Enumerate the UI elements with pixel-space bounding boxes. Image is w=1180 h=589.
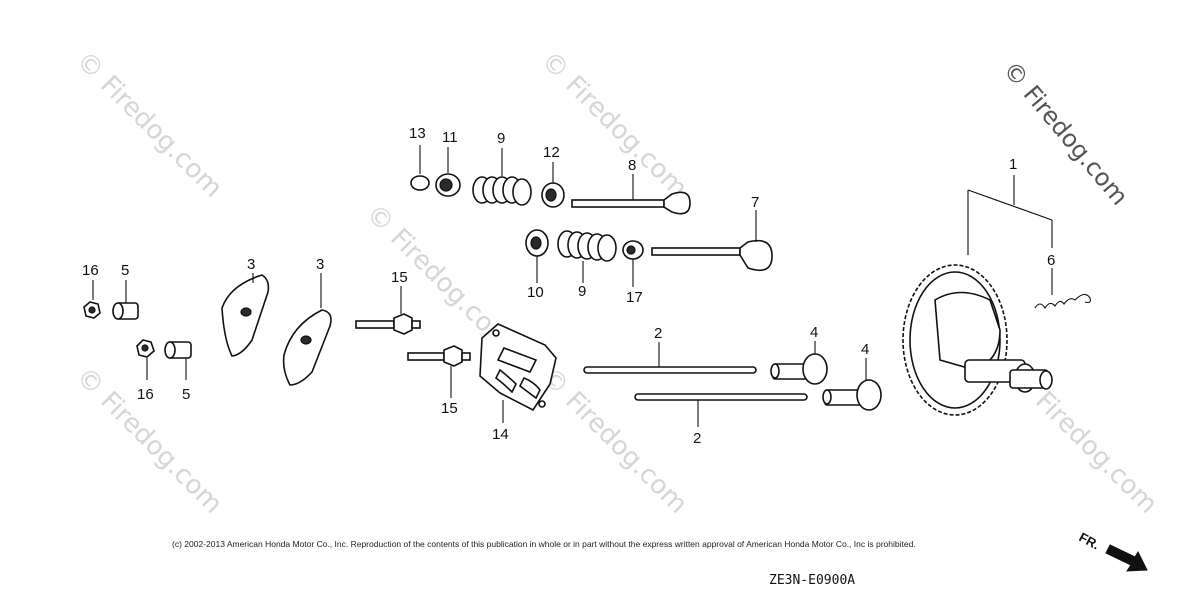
label-part-5-upper: 5	[121, 262, 129, 279]
part-11-retainer	[435, 147, 461, 197]
part-9-spring-top	[472, 148, 532, 206]
part-8-valve	[571, 174, 691, 215]
label-part-11: 11	[442, 129, 458, 146]
diagram-code: ZE3N-E0900A	[769, 573, 855, 588]
front-direction-indicator: FR.	[1077, 529, 1148, 572]
label-part-12: 12	[543, 144, 560, 161]
part-13-cotter	[410, 145, 430, 191]
part-3-rocker-arm-right	[282, 273, 332, 386]
watermark-2: © Firedog.com	[535, 46, 693, 204]
part-14-push-rod-guide	[479, 323, 557, 423]
label-part-15-lower: 15	[441, 400, 458, 417]
label-part-16-upper: 16	[82, 262, 99, 279]
label-part-17: 17	[626, 289, 643, 306]
label-part-9-top: 9	[497, 130, 505, 147]
part-12-seal	[541, 162, 565, 208]
label-part-7: 7	[751, 194, 759, 211]
part-16-nut-upper	[83, 280, 101, 319]
label-part-2-upper: 2	[654, 325, 662, 342]
part-10-collar	[525, 229, 549, 283]
label-part-14: 14	[492, 426, 509, 443]
label-part-8: 8	[628, 157, 636, 174]
label-part-5-lower: 5	[182, 386, 190, 403]
part-9-spring-bottom	[557, 230, 617, 283]
part-15-stud-lower	[407, 345, 471, 398]
watermark-4: © Firedog.com	[535, 362, 693, 520]
front-arrow-icon	[1105, 544, 1148, 572]
label-part-15-upper: 15	[391, 269, 408, 286]
direction-label: FR.	[1077, 529, 1103, 552]
part-6-spring	[1034, 268, 1091, 310]
label-part-6: 6	[1047, 252, 1055, 269]
label-part-13: 13	[409, 125, 426, 142]
part-4-tappet-upper	[770, 341, 828, 385]
label-part-10: 10	[527, 284, 544, 301]
watermark-main: © Firedog.com	[997, 56, 1133, 211]
label-part-2-lower: 2	[693, 430, 701, 447]
part-5-adjuster-upper	[112, 280, 139, 320]
label-part-9-bottom: 9	[578, 283, 586, 300]
copyright-notice: (c) 2002-2013 American Honda Motor Co., …	[172, 539, 916, 549]
part-17-stem-seal	[622, 240, 644, 287]
label-part-1: 1	[1009, 156, 1017, 173]
part-4-tappet-lower	[822, 358, 882, 411]
part-15-stud-upper	[355, 286, 421, 335]
label-part-4-upper: 4	[810, 324, 818, 341]
watermark-1: © Firedog.com	[70, 46, 228, 204]
part-2-push-rod-lower	[634, 393, 808, 427]
label-part-4-lower: 4	[861, 341, 869, 358]
part-2-push-rod-upper	[583, 342, 757, 374]
label-part-3-left: 3	[247, 256, 255, 273]
part-5-adjuster-lower	[164, 341, 192, 380]
label-part-16-lower: 16	[137, 386, 154, 403]
label-part-3-right: 3	[316, 256, 324, 273]
part-16-nut-lower	[136, 339, 155, 380]
part-7-valve	[651, 210, 773, 272]
part-3-rocker-arm-left	[221, 273, 270, 357]
part-1-camshaft-assembly	[902, 175, 1053, 416]
